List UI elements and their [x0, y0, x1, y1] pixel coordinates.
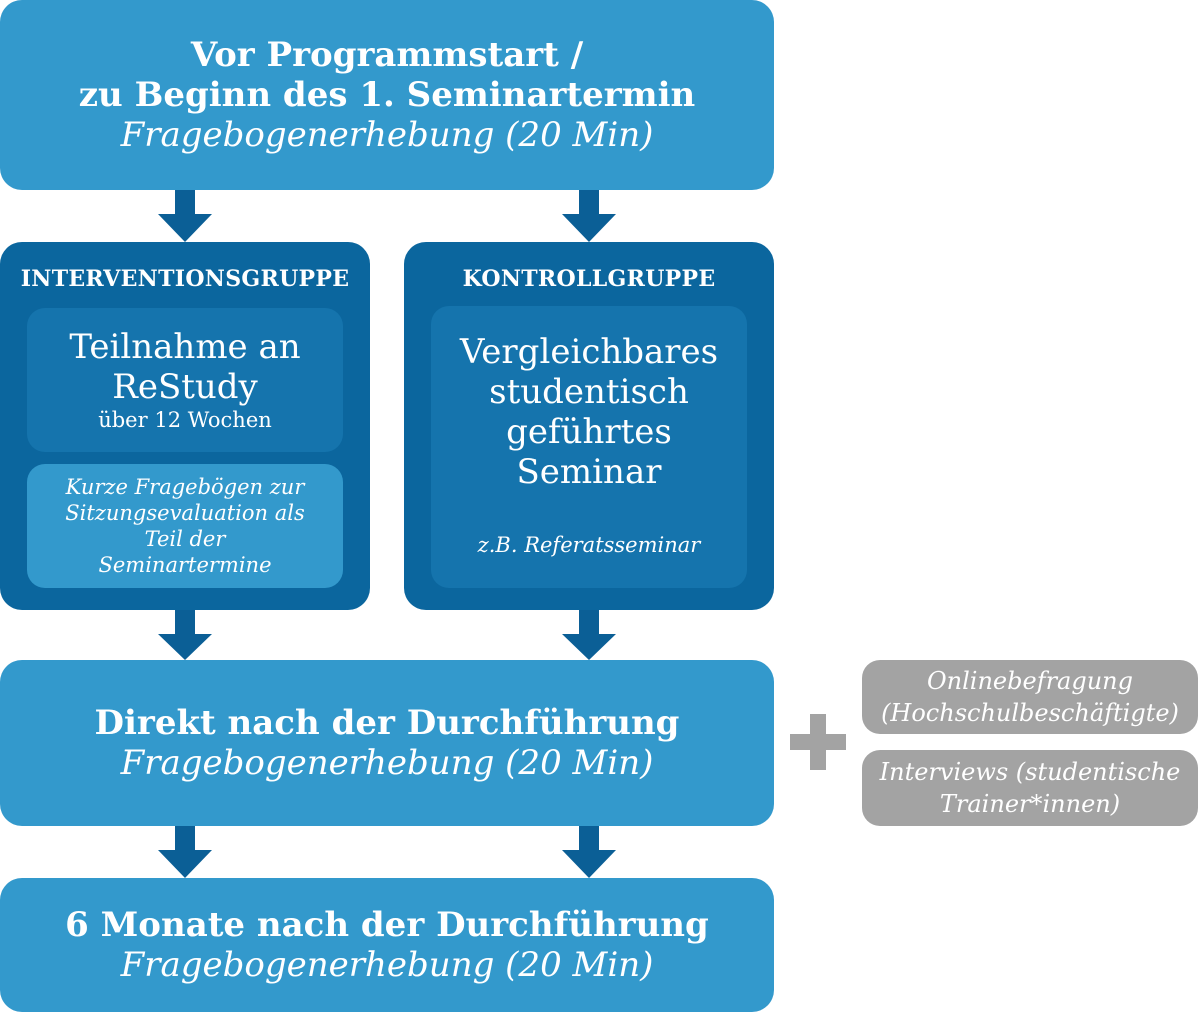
session-evaluation-line1: Kurze Fragebögen zur: [65, 475, 305, 499]
arrow-down-icon: [562, 190, 616, 242]
session-evaluation-line2: Sitzungsevaluation als: [65, 501, 305, 525]
restudy-line2: ReStudy: [112, 367, 258, 407]
session-evaluation-box: Kurze Fragebögen zur Sitzungsevaluation …: [27, 464, 343, 588]
pre-program-title-line2: zu Beginn des 1. Seminartermin: [78, 75, 696, 115]
six-months-survey: Fragebogenerhebung (20 Min): [120, 945, 654, 985]
session-evaluation-line3: Teil der: [144, 527, 226, 551]
control-group-box: KONTROLLGRUPPE Vergleichbares studentisc…: [404, 242, 774, 610]
arrow-down-icon: [562, 610, 616, 660]
restudy-line1: Teilnahme an: [69, 327, 301, 367]
online-survey-line1: Onlinebefragung: [926, 667, 1133, 695]
online-survey-box: Onlinebefragung (Hochschulbeschäftigte): [862, 660, 1198, 734]
post-program-box: Direkt nach der Durchführung Fragebogene…: [0, 660, 774, 826]
arrow-down-icon: [562, 826, 616, 878]
restudy-box: Teilnahme an ReStudy über 12 Wochen: [27, 308, 343, 452]
comparable-seminar-line3: geführtes: [506, 412, 672, 452]
pre-program-survey: Fragebogenerhebung (20 Min): [120, 115, 654, 155]
post-program-title: Direkt nach der Durchführung: [94, 703, 680, 743]
plus-icon: [790, 714, 846, 770]
six-months-title: 6 Monate nach der Durchführung: [65, 905, 709, 945]
pre-program-box: Vor Programmstart / zu Beginn des 1. Sem…: [0, 0, 774, 190]
six-months-box: 6 Monate nach der Durchführung Frageboge…: [0, 878, 774, 1012]
arrow-down-icon: [158, 610, 212, 660]
restudy-duration: über 12 Wochen: [98, 408, 272, 432]
comparable-seminar-line4: Seminar: [516, 452, 662, 492]
intervention-group-heading: INTERVENTIONSGRUPPE: [20, 266, 350, 292]
arrow-down-icon: [158, 190, 212, 242]
pre-program-title-line1: Vor Programmstart /: [190, 35, 584, 75]
comparable-seminar-box: Vergleichbares studentisch geführtes Sem…: [431, 306, 747, 588]
interviews-line2: Trainer*innen): [939, 790, 1121, 818]
comparable-seminar-line1: Vergleichbares: [459, 332, 719, 372]
intervention-group-box: INTERVENTIONSGRUPPE Teilnahme an ReStudy…: [0, 242, 370, 610]
seminar-example: z.B. Referatsseminar: [477, 533, 701, 557]
control-group-heading: KONTROLLGRUPPE: [462, 266, 716, 292]
interviews-box: Interviews (studentische Trainer*innen): [862, 750, 1198, 826]
arrow-down-icon: [158, 826, 212, 878]
online-survey-line2: (Hochschulbeschäftigte): [881, 699, 1179, 727]
post-program-survey: Fragebogenerhebung (20 Min): [120, 743, 654, 783]
interviews-line1: Interviews (studentische: [879, 758, 1181, 786]
session-evaluation-line4: Seminartermine: [98, 553, 272, 577]
comparable-seminar-line2: studentisch: [489, 372, 689, 412]
